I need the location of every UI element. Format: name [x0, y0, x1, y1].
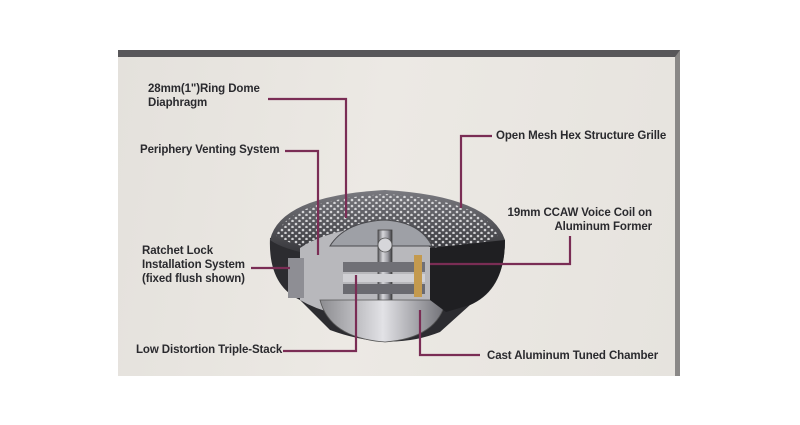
label-low-distortion: Low Distortion Triple-Stack	[136, 344, 283, 356]
leader-lines	[251, 97, 572, 357]
label-ring-dome: 28mm(1")Ring Dome Diaphragm	[148, 82, 260, 110]
label-cast-aluminum: Cast Aluminum Tuned Chamber	[487, 350, 659, 362]
leader-voice-coil	[430, 236, 572, 266]
label-voice-coil: 19mm CCAW Voice Coil on Aluminum Former	[478, 206, 653, 234]
leader-periphery	[285, 149, 320, 255]
triple-stack	[343, 262, 425, 272]
leader-cast-aluminum	[418, 310, 480, 357]
label-voice-coil-line1: 19mm CCAW Voice Coil on	[507, 207, 653, 219]
label-periphery-venting: Periphery Venting System	[140, 144, 280, 156]
voice-coil	[414, 255, 422, 297]
leader-open-mesh	[459, 134, 492, 208]
tweeter-illustration	[269, 190, 505, 343]
label-ratchet-line1: Ratchet Lock	[142, 245, 214, 257]
label-ratchet-lock: Ratchet Lock Installation System (fixed …	[142, 244, 245, 286]
label-voice-coil-line2: Aluminum Former	[554, 221, 652, 233]
label-ring-dome-line2: Diaphragm	[148, 97, 208, 109]
label-ring-dome-line1: 28mm(1")Ring Dome	[148, 83, 260, 95]
ratchet-ring	[288, 258, 304, 298]
label-ratchet-line2: Installation System	[142, 259, 245, 271]
leader-low-distortion	[283, 275, 358, 353]
label-open-mesh: Open Mesh Hex Structure Grille	[496, 130, 667, 142]
label-ratchet-line3: (fixed flush shown)	[142, 273, 245, 285]
cutaway-interior	[300, 226, 430, 320]
leader-ring-dome	[268, 97, 348, 218]
cast-chamber	[319, 299, 447, 343]
